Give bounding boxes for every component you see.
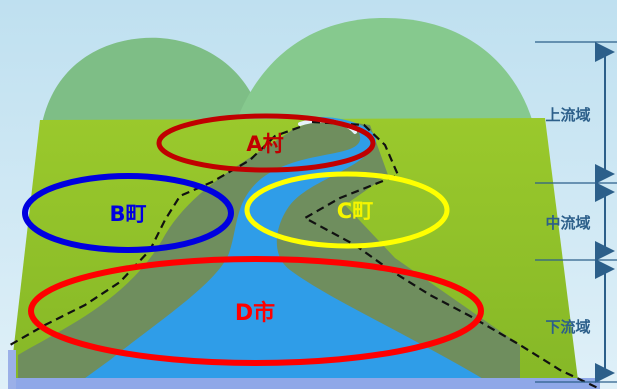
lower-zone-label: 下流域 [545, 318, 590, 336]
left-basin-boundary [9, 125, 301, 346]
right-mountain [230, 17, 535, 141]
middle-zone-label: 中流域 [545, 214, 590, 232]
area-d-label: D市 [235, 300, 275, 326]
area-a-label: A村 [246, 132, 283, 156]
river [70, 117, 500, 389]
area-c-label: C町 [337, 199, 373, 223]
left-mountain [40, 37, 265, 140]
area-d-ring [28, 256, 484, 366]
area-a-ring [156, 113, 376, 173]
upper-zone-label: 上流域 [545, 106, 590, 124]
area-c-ring [244, 171, 450, 249]
sea-strip [8, 378, 600, 389]
area-b-label: B町 [109, 202, 146, 226]
area-b-ring [22, 173, 234, 253]
sea-strip-edge [8, 350, 16, 389]
